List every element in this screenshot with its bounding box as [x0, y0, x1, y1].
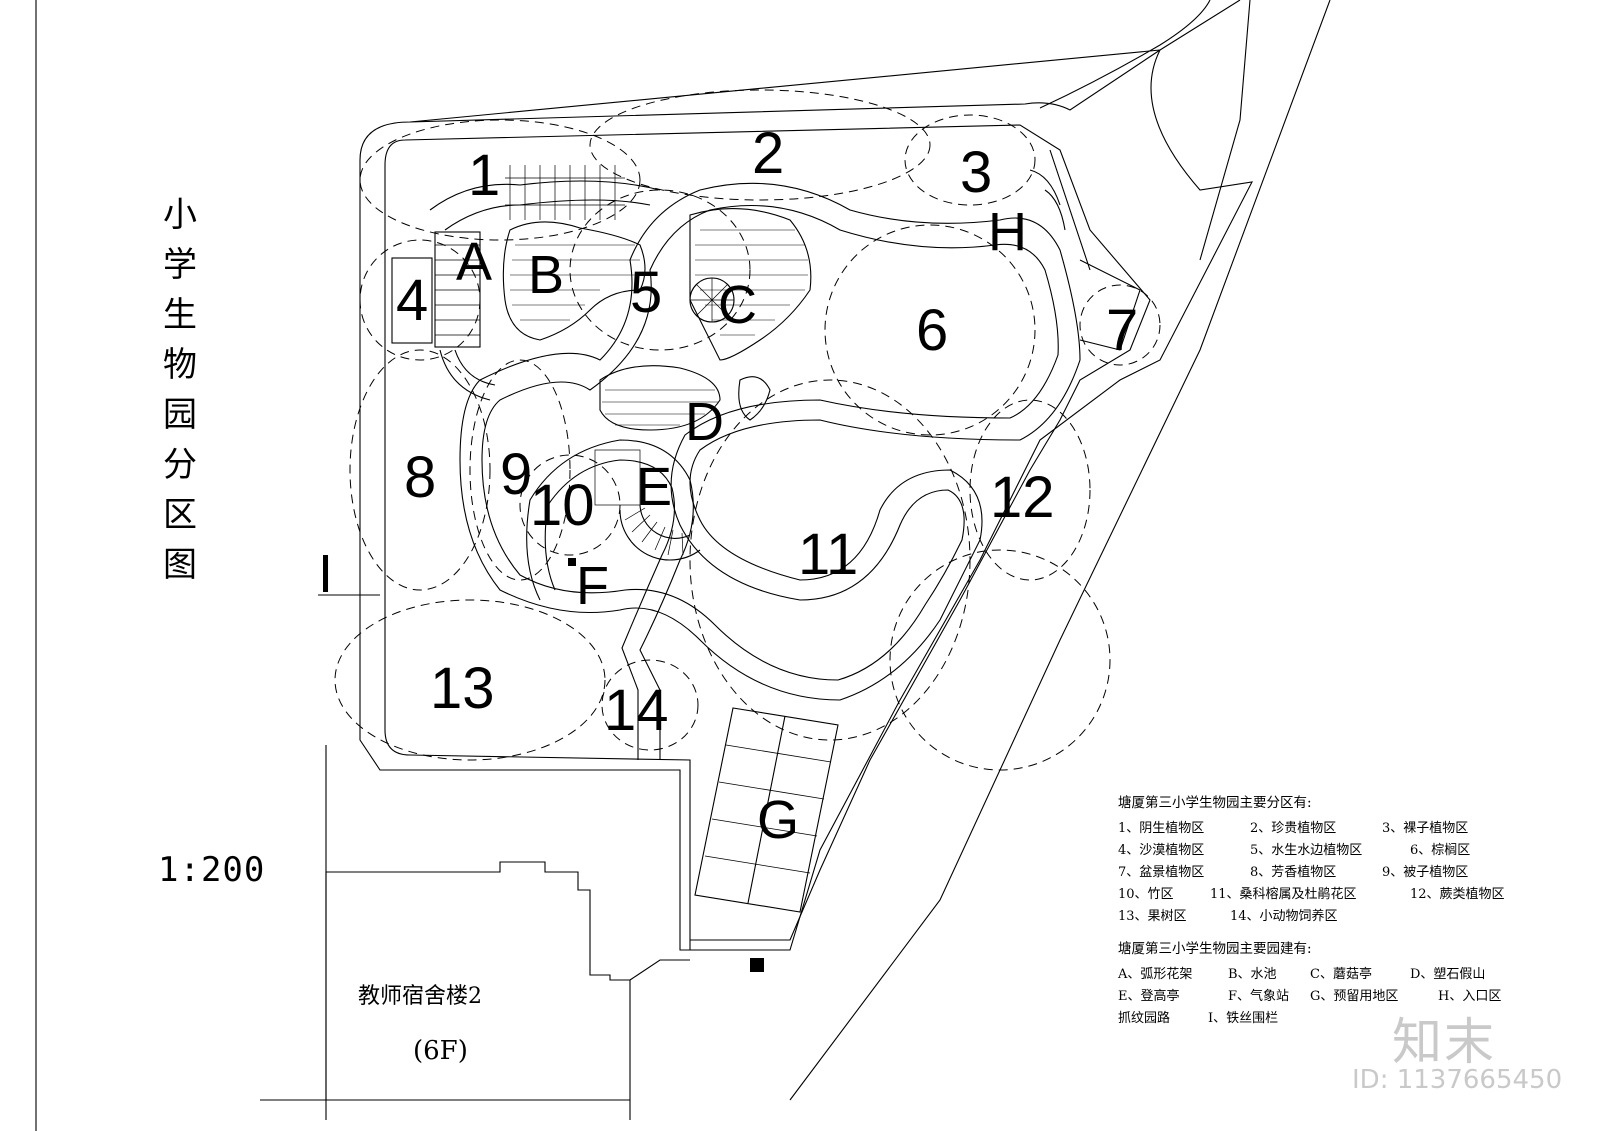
zone-label: 2 [752, 121, 784, 186]
facilities-heading: 塘厦第三小学生物园主要园建有: [1118, 941, 1312, 957]
building-name: 教师宿舍楼2 [358, 984, 482, 1009]
weather-station-marker [568, 558, 576, 566]
road-edge-right [789, 0, 1331, 1101]
garden-path-loop [526, 439, 694, 760]
title-char: 区 [163, 495, 197, 535]
legend-item: 4、沙漠植物区 [1118, 843, 1205, 858]
legend-item: 1、阴生植物区 [1118, 821, 1205, 836]
facility-label: B [528, 245, 564, 305]
legend-item: 5、水生水边植物区 [1250, 843, 1363, 858]
mushroom-pavilion [689, 277, 735, 323]
zone-label: 3 [960, 140, 992, 205]
legend-item: 2、珍贵植物区 [1250, 821, 1337, 836]
zone-label: 11 [798, 522, 858, 587]
zone-label: 10 [530, 473, 595, 538]
pool-outline [502, 221, 646, 341]
legend-row: 7、盆景植物区 8、芳香植物区 9、被子植物区 [1118, 862, 1588, 884]
pool-east-outline [689, 208, 812, 361]
legend-item: 9、被子植物区 [1382, 865, 1469, 880]
zone-label: 14 [604, 678, 669, 743]
legend-item: 13、果树区 [1118, 909, 1187, 924]
watermark-logo: 知末 [1392, 1013, 1496, 1071]
building-floors: (6F) [413, 1036, 468, 1066]
legend-row: 10、竹区 11、桑科榕属及杜鹃花区 12、蕨类植物区 [1118, 884, 1588, 906]
rockery [738, 376, 771, 421]
zone-label: 5 [630, 260, 662, 325]
legend-item: 3、裸子植物区 [1382, 821, 1469, 836]
facility-label: I [318, 544, 333, 604]
legend-item: 7、盆景植物区 [1118, 865, 1205, 880]
facility-label: H [988, 202, 1027, 262]
facility-label: E [636, 457, 672, 517]
legend-item: D、塑石假山 [1410, 967, 1486, 982]
title-char: 分 [163, 445, 197, 485]
zone-label: 7 [1106, 298, 1138, 363]
legend-item: B、水池 [1228, 967, 1277, 982]
legend-item: 8、芳香植物区 [1250, 865, 1337, 880]
facility-label: F [576, 556, 609, 616]
zone-label: 12 [990, 465, 1055, 530]
legend-item: C、蘑菇亭 [1310, 967, 1372, 982]
watermark-id: ID: 1137665450 [1352, 1065, 1563, 1095]
zone-label: 6 [916, 298, 948, 363]
legend-item: 6、棕榈区 [1410, 843, 1471, 858]
legend-item: 抓纹园路 [1118, 1011, 1171, 1026]
legend-item: I、铁丝围栏 [1208, 1011, 1279, 1026]
zone-number-labels: 1 2 3 4 5 6 7 8 9 10 11 12 13 14 [396, 121, 1138, 743]
legend-item: A、弧形花架 [1118, 967, 1193, 982]
entry-gate [1029, 149, 1141, 351]
title-char: 生 [163, 295, 197, 335]
dormitory-outline [260, 745, 631, 1120]
reserved-land-grid [694, 707, 839, 913]
zones-heading: 塘厦第三小学生物园主要分区有: [1118, 795, 1312, 811]
entry-marker [750, 958, 764, 972]
arc-pergola [429, 165, 661, 401]
road-curve [1039, 0, 1211, 109]
title-char: 物 [163, 345, 197, 385]
legend: 塘厦第三小学生物园主要分区有: 1、阴生植物区 2、珍贵植物区 3、裸子植物区 … [1118, 792, 1588, 1030]
legend-row: A、弧形花架 B、水池 C、蘑菇亭 D、塑石假山 [1118, 964, 1588, 986]
legend-item: F、气象站 [1228, 989, 1290, 1004]
zone-label: 4 [396, 268, 428, 333]
legend-item: 14、小动物饲养区 [1230, 909, 1338, 924]
zone-label: 13 [430, 656, 495, 721]
legend-item: 11、桑科榕属及杜鹃花区 [1210, 887, 1357, 902]
road-edge [1199, 0, 1251, 261]
garden-path-loop-inner [544, 459, 675, 760]
zone-boundaries [334, 89, 1161, 771]
facility-label: A [456, 232, 492, 292]
drawing-title: 小 学 生 物 园 分 区 图 [162, 190, 198, 590]
title-char: 图 [163, 545, 197, 585]
legend-item: G、预留用地区 [1310, 989, 1399, 1004]
garden-path-inner [481, 205, 1059, 681]
zone-label: 8 [404, 445, 436, 510]
title-char: 学 [163, 245, 197, 285]
legend-item: 10、竹区 [1118, 887, 1174, 902]
site-boundary [359, 0, 1253, 951]
legend-row: 抓纹园路 I、铁丝围栏 [1118, 1008, 1588, 1030]
facility-label: G [757, 790, 799, 850]
legend-item: E、登高亭 [1118, 989, 1180, 1004]
title-char: 园 [163, 395, 197, 435]
legend-item: 12、蕨类植物区 [1410, 887, 1505, 902]
zone-label: 1 [468, 143, 500, 208]
lookout-pavilion [594, 449, 701, 561]
legend-row: 4、沙漠植物区 5、水生水边植物区 6、棕榈区 [1118, 840, 1588, 862]
legend-row: 1、阴生植物区 2、珍贵植物区 3、裸子植物区 [1118, 818, 1588, 840]
site-inner-boundary [384, 124, 1151, 941]
legend-row: E、登高亭 F、气象站 G、预留用地区 H、入口区 [1118, 986, 1588, 1008]
title-char: 小 [163, 195, 197, 235]
facility-label: D [685, 392, 724, 452]
facility-letter-labels: A B C D E F G H I [318, 202, 1027, 850]
pond-lower-outline [599, 365, 721, 431]
facility-label: C [718, 275, 757, 335]
zone-label: 9 [500, 442, 532, 507]
legend-row: 13、果树区 14、小动物饲养区 [1118, 906, 1588, 928]
desert-bed [391, 257, 433, 344]
scale-label: 1:200 [158, 850, 266, 890]
legend-item: H、入口区 [1438, 989, 1502, 1004]
garden-path-outer [459, 182, 1081, 701]
